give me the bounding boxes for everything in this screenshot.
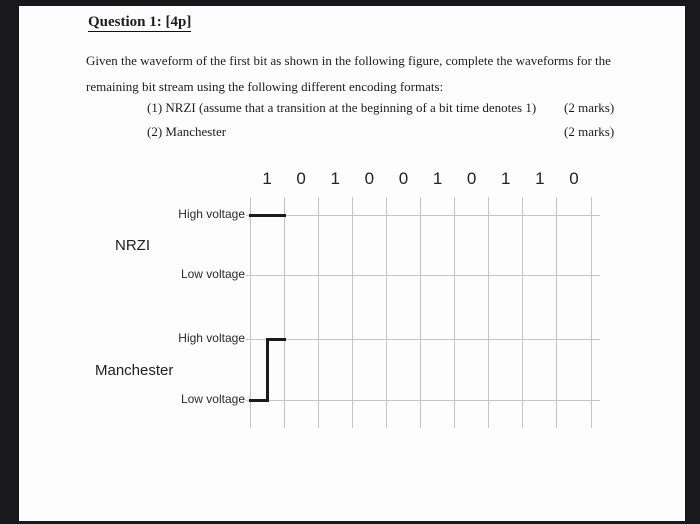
encoding-row-label: NRZI [115,237,150,254]
list-item-manchester-text: (2) Manchester [147,123,227,139]
grid-vline [556,197,558,428]
bit-label: 0 [569,169,579,188]
given-waveform-segment [248,398,269,402]
grid-vline [249,197,251,428]
list-item-manchester: (2) Manchester (2 marks) [147,120,667,144]
bit-label: 0 [398,169,409,188]
grid-vline [590,197,592,428]
bit-label: 1 [330,169,340,188]
voltage-level-line [246,338,600,340]
list-item-manchester-marks: (2 marks) [564,123,615,139]
grid-vline [522,197,524,428]
list-item-nrzi-text: (1) NRZI (assume that a transition at th… [147,100,537,115]
grid-vline [317,197,319,428]
grid-vline [420,197,421,428]
voltage-level-line [246,214,600,216]
voltage-level-line [246,399,600,401]
grid-vline [385,197,387,428]
given-waveform-segment [265,337,286,341]
bit-label: 1 [501,169,511,188]
question-title-text: Question 1: [4p] [88,14,192,32]
grid-vline [351,197,353,428]
bit-label: 1 [535,169,545,188]
bit-label: 1 [262,169,272,188]
high-voltage-label: High voltage [178,207,245,221]
low-voltage-label: Low voltage [180,267,245,281]
document-page: Question 1: [4p] Given the waveform of t… [19,6,685,521]
encoding-row-label: Manchester [95,362,174,379]
paragraph-line-1: Given the waveform of the first bit as s… [86,53,611,68]
grid-vline [488,197,490,428]
grid-vline [283,197,285,428]
bit-label: 0 [364,169,375,188]
bit-label: 1 [432,169,443,188]
given-waveform-transition [265,337,269,402]
low-voltage-label: Low voltage [180,392,245,406]
list-item-nrzi: (1) NRZI (assume that a transition at th… [147,96,667,120]
paragraph-line-2: remaining bit stream using the following… [86,78,444,94]
voltage-level-line [246,274,600,276]
question-paragraph: Given the waveform of the first bit as s… [86,48,676,99]
given-waveform-segment [248,213,286,217]
question-item-list: (1) NRZI (assume that a transition at th… [147,96,667,143]
bit-label: 0 [466,169,477,188]
bit-label: 0 [296,169,306,188]
question-title: Question 1: [4p] [88,14,192,32]
grid-vline [454,197,456,428]
high-voltage-label: High voltage [178,331,245,345]
list-item-nrzi-marks: (2 marks) [564,100,615,115]
